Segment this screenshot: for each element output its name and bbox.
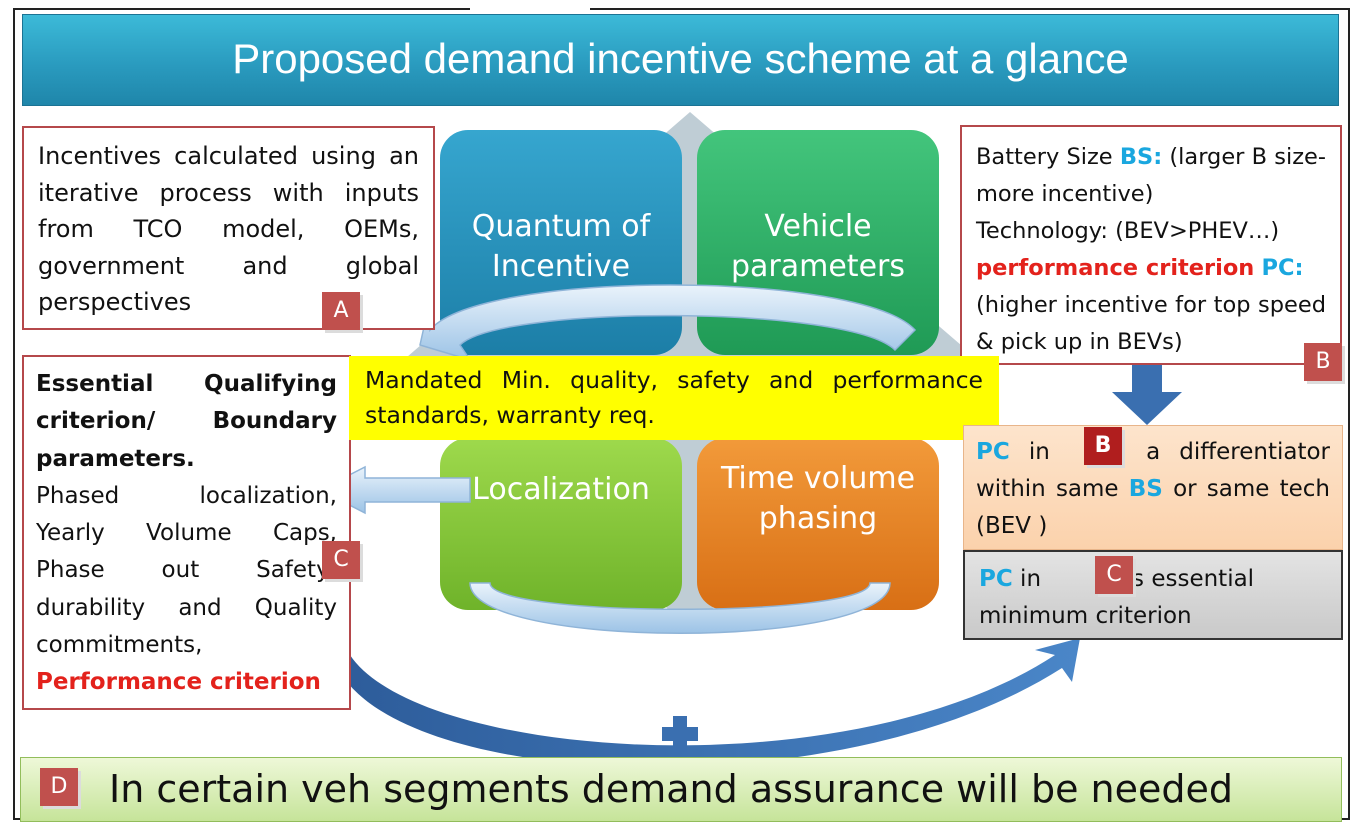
demand-assurance-banner: In certain veh segments demand assurance… (20, 757, 1342, 822)
slide-title: Proposed demand incentive scheme at a gl… (22, 14, 1339, 106)
frame-tab (470, 0, 590, 12)
incentive-calculation-text: Incentives calculated using an iterative… (38, 142, 419, 316)
left-arrow-to-box-c (318, 465, 471, 515)
pc-label: PC (976, 439, 1010, 465)
qualifying-criterion-heading: Essential Qualifying criterion/ Boundary… (36, 371, 337, 472)
differentiator-text: a differentiator within same (976, 439, 1330, 502)
performance-criterion-red: Performance criterion (36, 669, 321, 696)
mandated-standards-note: Mandated Min. quality, safety and perfor… (349, 356, 999, 440)
badge-d: D (40, 768, 78, 806)
incentive-calculation-box: Incentives calculated using an iterative… (22, 126, 435, 330)
badge-c-inline: C (1095, 556, 1133, 594)
battery-size-label: Battery Size (976, 144, 1120, 170)
bs-label: BS (1128, 476, 1163, 502)
down-arrow-b (1112, 365, 1182, 425)
top-curved-arrow (419, 284, 917, 362)
in-word: in (1012, 566, 1049, 592)
badge-a: A (322, 292, 360, 330)
same-tech-text: or same tech (BEV ) (976, 476, 1330, 539)
pc-differentiator-box: PC in a differentiator within same BS or… (963, 425, 1343, 550)
demand-assurance-text: In certain veh segments demand assurance… (109, 767, 1234, 811)
performance-desc: (higher incentive for top speed & pick u… (976, 292, 1326, 355)
pc-label: PC: (1261, 255, 1304, 281)
bottom-curved-arrow (469, 582, 891, 634)
bs-label: BS: (1119, 144, 1163, 170)
quadrant-localization: Localization (440, 438, 682, 610)
performance-criterion-label: performance criterion (976, 255, 1255, 281)
battery-size-desc: (larger B size-more incentive) (976, 144, 1326, 207)
in-word: in (1009, 439, 1069, 465)
badge-b-inline: B (1084, 427, 1122, 465)
badge-c: C (322, 541, 360, 579)
qualifying-criterion-body: Phased localization, Yearly Volume Caps,… (36, 482, 337, 659)
badge-b-corner: B (1304, 343, 1342, 381)
quadrant-time-volume-phasing: Time volume phasing (697, 438, 939, 610)
pc-essential-box: PC in is essential minimum criterion (963, 550, 1343, 640)
qualifying-criterion-box: Essential Qualifying criterion/ Boundary… (22, 355, 351, 710)
plus-icon (662, 716, 698, 752)
technology-line: Technology: (BEV>PHEV…) (976, 218, 1280, 244)
big-sweep-arrow (338, 638, 1080, 768)
essential-text: is essential minimum criterion (979, 566, 1255, 629)
pc-label: PC (979, 566, 1013, 592)
vehicle-parameters-box: Battery Size BS: (larger B size-more inc… (960, 125, 1342, 365)
